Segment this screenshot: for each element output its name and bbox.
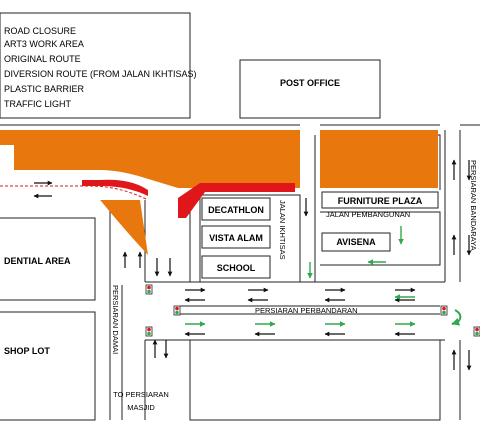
u-turn-arrow (451, 309, 462, 326)
furniture-plaza-label: FURNITURE PLAZA (338, 196, 423, 206)
vista-alam-box (201, 225, 271, 249)
traffic-light-icon (173, 305, 181, 316)
buildings (201, 191, 439, 279)
road-closure (82, 179, 295, 218)
decathlon-label: DECATHLON (208, 205, 264, 215)
road-closure-right (178, 183, 295, 218)
residential-area-label: DENTIAL AREA (4, 256, 71, 266)
post-office-label: POST OFFICE (280, 78, 340, 88)
jalan-pembangunan-label: JALAN PEMBANGUNAN (326, 210, 410, 219)
legend-item-road-closure: ROAD CLOSURE (4, 26, 76, 36)
legend-item-diversion-route: DIVERSION ROUTE (FROM JALAN IKHTISAS) (4, 69, 197, 79)
traffic-lights (145, 284, 480, 337)
jalan-ikhtisas-label: JALAN IKHTISAS (278, 200, 287, 260)
school-box (201, 255, 271, 279)
persiaran-bandaraya-label: PERSIARAN BANDARAYA (469, 160, 478, 251)
legend-item-work-area: ART3 WORK AREA (4, 39, 84, 49)
legend-item-traffic-light: TRAFFIC LIGHT (4, 99, 72, 109)
road-labels: JALAN IKHTISAS JALAN PEMBANGUNAN PERSIAR… (111, 160, 478, 412)
building-labels: POST OFFICE DECATHLON VISTA ALAM SCHOOL … (4, 78, 423, 356)
top-road-strip (0, 145, 148, 200)
legend: ROAD CLOSURE ART3 WORK AREA ORIGINAL ROU… (0, 12, 197, 119)
diversion-route-arrows (185, 226, 416, 327)
school-label: SCHOOL (217, 263, 256, 273)
furniture-plaza-box (321, 191, 439, 209)
traffic-light-icon (145, 284, 153, 295)
to-persiaran-masjid-line1: TO PERSIARAN (113, 390, 169, 399)
persiaran-damai-label: PERSIARAN DAMAI (111, 285, 120, 354)
legend-item-original-route: ORIGINAL ROUTE (4, 54, 81, 64)
legend-box (0, 12, 191, 119)
road-closure-left (82, 179, 148, 196)
traffic-light-icon (473, 326, 480, 337)
work-area-main (0, 130, 300, 188)
shop-lot-label: SHOP LOT (4, 346, 50, 356)
traffic-light-icon (145, 326, 153, 337)
original-route-arrows (33, 159, 472, 371)
traffic-light-icon (440, 305, 448, 316)
avisena-box (321, 232, 391, 252)
road-outlines (0, 59, 480, 421)
to-persiaran-masjid-line2: MASJID (127, 403, 155, 412)
legend-item-plastic-barrier: PLASTIC BARRIER (4, 84, 85, 94)
persiaran-perbandaran-label: PERSIARAN PERBANDARAN (255, 306, 358, 315)
vista-alam-label: VISTA ALAM (209, 233, 263, 243)
work-area (0, 130, 438, 255)
decathlon-box (201, 197, 271, 221)
work-area-curve (88, 185, 148, 255)
work-area-right (320, 130, 438, 188)
avisena-label: AVISENA (336, 237, 376, 247)
dashed-route (0, 185, 149, 201)
